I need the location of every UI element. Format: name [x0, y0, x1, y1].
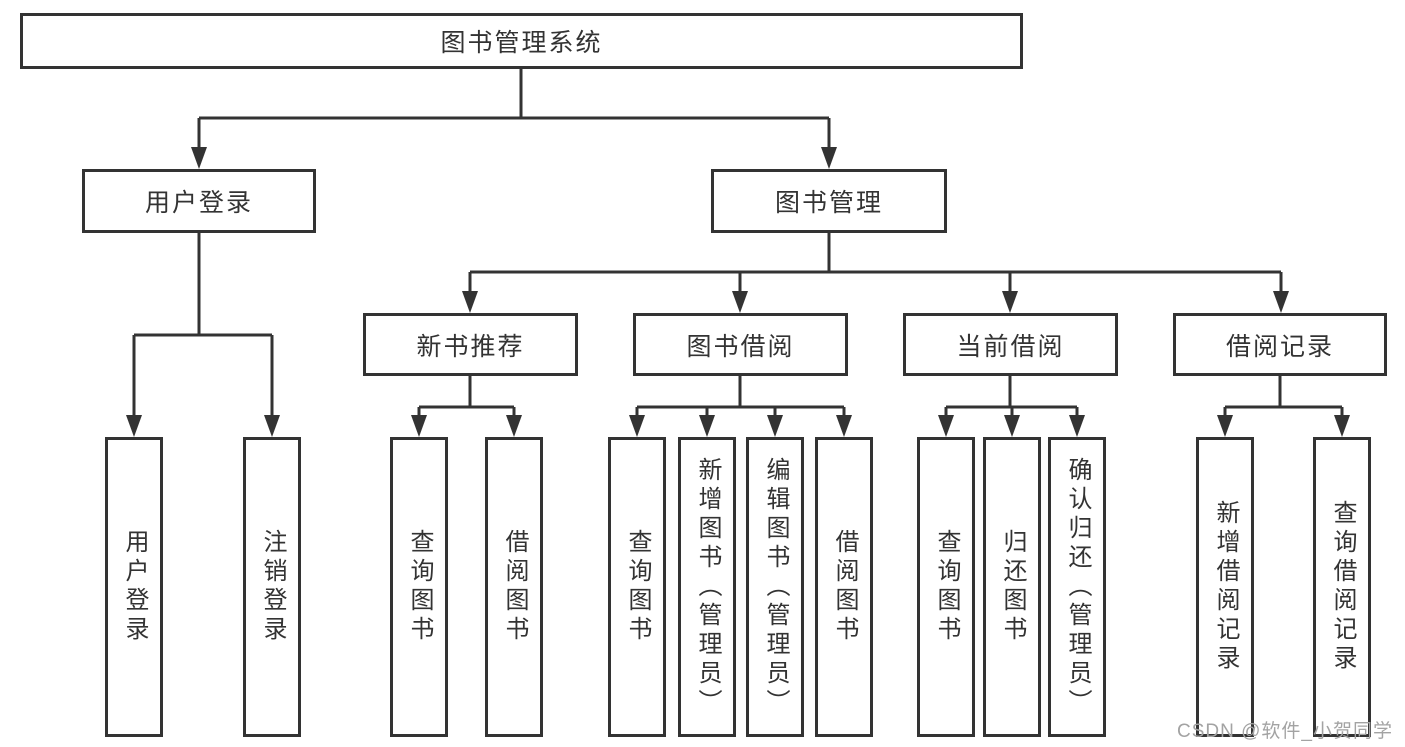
leaf-query-books-recommend: 查询图书	[390, 437, 448, 737]
arrowhead	[462, 291, 478, 313]
leaf-add-books-admin: 新增图书（管理员）	[678, 437, 736, 737]
arrowhead	[1002, 291, 1018, 313]
arrowhead	[126, 415, 142, 437]
connector-root-to-level1	[197, 68, 831, 151]
node-new-book-recommend: 新书推荐	[363, 313, 578, 376]
leaf-confirm-return-admin: 确认归还（管理员）	[1048, 437, 1106, 737]
node-user-login: 用户登录	[82, 169, 316, 233]
leaf-query-borrow-record: 查询借阅记录	[1313, 437, 1371, 737]
arrowhead	[1069, 415, 1085, 437]
arrowhead	[506, 415, 522, 437]
arrowhead	[699, 415, 715, 437]
arrowhead	[191, 147, 207, 169]
connector-currentborrow-to-leaves	[944, 376, 1079, 419]
leaf-add-borrow-record: 新增借阅记录	[1196, 437, 1254, 737]
node-current-borrow: 当前借阅	[903, 313, 1118, 376]
arrowhead	[629, 415, 645, 437]
leaf-return-books: 归还图书	[983, 437, 1041, 737]
arrowhead	[938, 415, 954, 437]
arrowhead	[1273, 291, 1289, 313]
node-borrow-records: 借阅记录	[1173, 313, 1387, 376]
leaf-label: 查询图书	[624, 529, 651, 645]
connector-borrowrecords-to-leaves	[1223, 376, 1344, 419]
arrowhead	[836, 415, 852, 437]
arrowhead	[732, 291, 748, 313]
csdn-watermark: CSDN @软件_小贺同学	[1177, 721, 1393, 742]
leaf-label: 新增图书（管理员）	[694, 456, 721, 718]
leaf-logout: 注销登录	[243, 437, 301, 737]
leaf-label: 查询图书	[406, 529, 433, 645]
connector-userlogin-to-leaves	[132, 233, 274, 419]
arrowhead	[411, 415, 427, 437]
leaf-label: 注销登录	[259, 529, 286, 645]
node-book-borrow: 图书借阅	[633, 313, 848, 376]
leaf-borrow-books-recommend: 借阅图书	[485, 437, 543, 737]
leaf-label: 归还图书	[999, 529, 1026, 645]
connector-bookmgmt-to-level2	[468, 233, 1283, 295]
arrowhead	[1004, 415, 1020, 437]
leaf-query-books-current: 查询图书	[917, 437, 975, 737]
arrowhead	[264, 415, 280, 437]
leaf-borrow-books: 借阅图书	[815, 437, 873, 737]
arrowheads	[126, 147, 1350, 437]
leaf-edit-books-admin: 编辑图书（管理员）	[746, 437, 804, 737]
leaf-label: 查询图书	[933, 529, 960, 645]
arrowhead	[1217, 415, 1233, 437]
arrowhead	[821, 147, 837, 169]
leaf-label: 新增借阅记录	[1212, 500, 1239, 674]
connector-bookborrow-to-leaves	[635, 376, 846, 419]
leaf-user-login: 用户登录	[105, 437, 163, 737]
leaf-query-books-borrow: 查询图书	[608, 437, 666, 737]
leaf-label: 查询借阅记录	[1329, 500, 1356, 674]
leaf-label: 编辑图书（管理员）	[762, 456, 789, 718]
connector-newbooks-to-leaves	[417, 376, 516, 419]
arrowhead	[767, 415, 783, 437]
node-library-management-system: 图书管理系统	[20, 13, 1023, 69]
leaf-label: 借阅图书	[831, 529, 858, 645]
leaf-label: 确认归还（管理员）	[1064, 456, 1091, 718]
node-book-management: 图书管理	[711, 169, 947, 233]
leaf-label: 借阅图书	[501, 529, 528, 645]
leaf-label: 用户登录	[121, 529, 148, 645]
arrowhead	[1334, 415, 1350, 437]
